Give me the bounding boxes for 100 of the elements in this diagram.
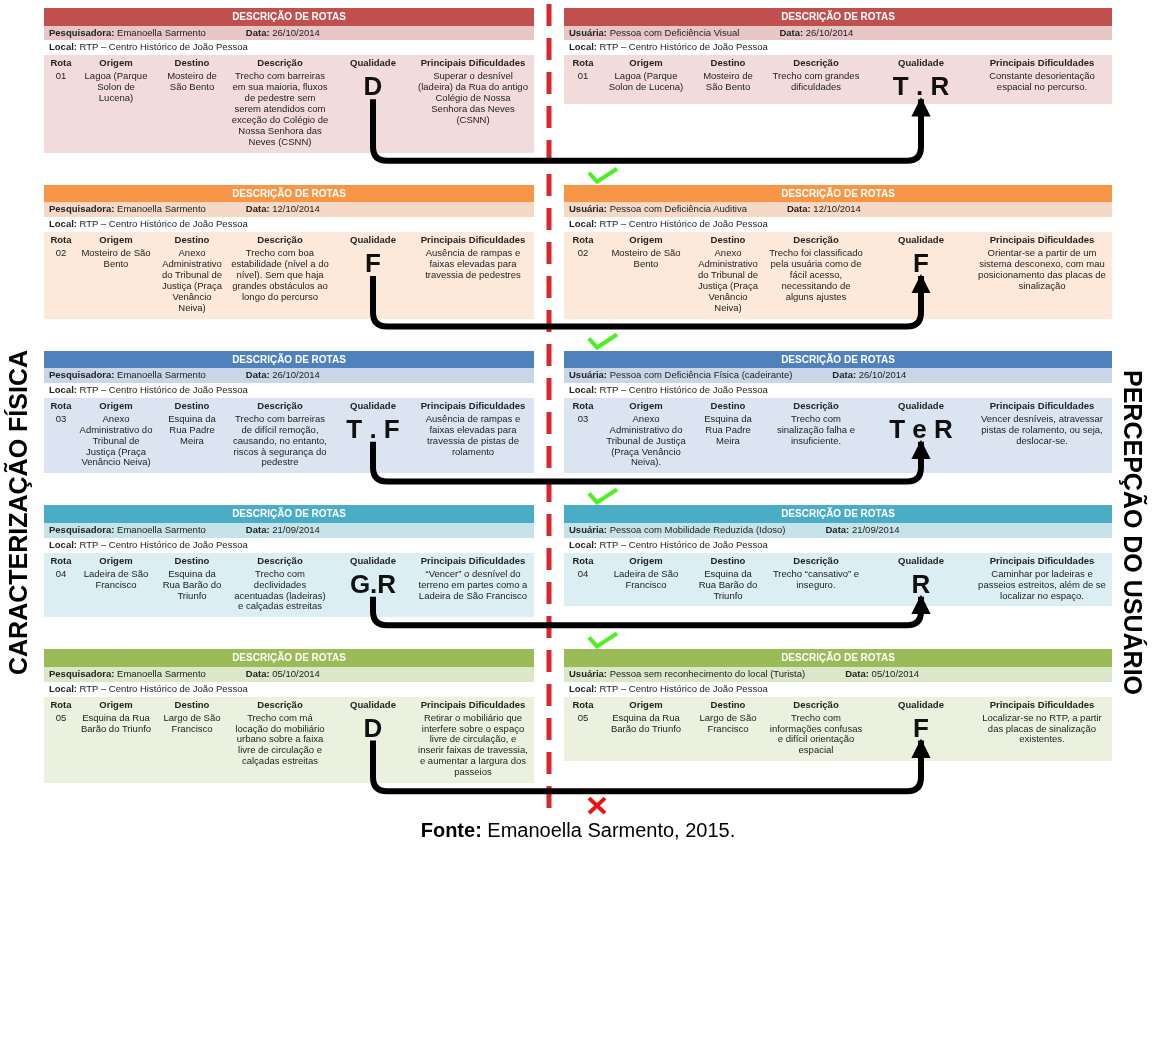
column-heading: Destino [709,57,747,71]
column-heading: Descrição [792,554,840,568]
date-text: Data: 26/10/2014 [245,370,320,381]
column-heading: Destino [709,554,747,568]
table-text: Caminhar por ladeiras e passeios estreitos, além de se localizar no espaço. [977,567,1107,603]
table-text: Esquina da Rua Padre Meira [167,412,217,448]
observer-text: Pesquisadora: Emanoella Sarmento [49,370,206,381]
table-text: Anexo Administrativo do Tribunal de Justiça (Praça Venâncio Neiva) [160,247,224,315]
table-text: Mosteiro de São Bento [610,247,682,271]
table-text: Lagoa (Parque Solon de Lucena) [607,70,685,95]
table-text: 03 [54,412,68,426]
table-text: Esquina da Rua Barão do Triunfo [697,567,759,603]
source-caption: Fonte: Emanoella Sarmento, 2015. [420,819,736,842]
column-heading: Descrição [256,399,304,413]
column-heading: Descrição [256,57,304,71]
table-text: Anexo Administrativo do Tribunal de Justiça (Praça Venâncio Neiva). [605,412,687,470]
column-heading: Destino [709,399,747,413]
table-text: Ladeira de São Francisco [612,567,680,592]
date-text: Data: 12/10/2014 [245,204,320,216]
column-heading: Origem [98,554,134,568]
column-heading: Descrição [792,57,840,71]
date-text: Data: 26/10/2014 [832,370,907,381]
column-heading: Principais Dificuldades [419,554,527,568]
curved-arrow [370,738,931,795]
table-text: Trecho com informações confusas e difícil orientação espacial [768,711,864,758]
route-table [44,350,534,474]
date-text: Data: 26/10/2014 [779,27,854,39]
table-text: Esquina da Rua Padre Meira [703,412,753,448]
curved-arrow [370,439,931,485]
table-text: Ladeira de São Francisco [82,567,150,592]
table-text: 04 [54,567,68,581]
table-text: Localizar-se no RTP, a partir das placas de sinalização existentes. [981,711,1103,747]
table-text: Trecho foi classificado pela usuária como de fácil acesso, necessitando de alguns ajustes [768,247,864,304]
location-text: Local: RTP – Centro Histórico de João Pessoa [44,40,534,56]
route-table [44,184,534,319]
column-heading: Qualidade [349,234,397,247]
table-text: 01 [54,70,68,84]
column-heading: Qualidade [897,234,945,247]
table-text: Trecho com grandes dificuldades [771,70,861,95]
quality-grade: F [913,250,929,276]
table-text: Esquina da Rua Barão do Triunfo [609,711,683,736]
column-heading: Qualidade [349,554,397,568]
route-table [44,505,534,618]
table-text: Trecho com barreiras de difícil remoção, causando, no entanto, riscos à segurança do pedestre [232,412,328,470]
table-text: 02 [54,247,68,260]
table-header: DESCRIÇÃO DE ROTAS [44,8,534,26]
table-header: DESCRIÇÃO DE ROTAS [564,350,1112,368]
route-table [564,8,1112,105]
side-label: CARACTERIZAÇÃO FÍSICA [4,350,33,675]
column-heading: Qualidade [897,57,945,71]
column-heading: Principais Dificuldades [988,57,1096,71]
column-heading: Qualidade [349,399,397,413]
quality-grade: D [363,73,383,100]
quality-grade: T . F [346,415,400,442]
column-heading: Principais Dificuldades [988,234,1096,247]
quality-grade: G.R [349,570,397,597]
column-heading: Rota [49,698,73,712]
column-heading: Rota [571,57,595,71]
observer-text: Usuária: Pessoa com Deficiência Visual [569,27,740,39]
column-heading: Descrição [792,234,840,247]
observer-text: Pesquisadora: Emanoella Sarmento [49,27,206,39]
date-text: Data: 21/09/2014 [825,524,900,536]
table-text: Anexo Administrativo do Tribunal de Justiça (Praça Venâncio Neiva) [78,412,154,470]
table-text: Ausência de rampas e faixas elevadas para travessia de pedestres [424,247,522,282]
column-heading: Origem [628,57,664,71]
column-heading: Principais Dificuldades [988,399,1096,413]
table-header: DESCRIÇÃO DE ROTAS [44,184,534,203]
date-text: Data: 12/10/2014 [786,204,861,216]
column-heading: Principais Dificuldades [419,399,527,413]
quality-grade: T . R [892,73,950,100]
table-text: 05 [576,711,590,725]
table-header: DESCRIÇÃO DE ROTAS [564,184,1112,203]
column-heading: Rota [49,554,73,568]
table-text: Orientar-se a partir de um sistema desconexo, com mau posicionamento das placas de sinalização [977,247,1107,293]
column-heading: Destino [173,234,211,247]
column-heading: Rota [571,399,595,413]
table-text: Mosteiro de São Bento [80,247,152,271]
location-text: Local: RTP – Centro Histórico de João Pessoa [564,40,1112,56]
table-header: DESCRIÇÃO DE ROTAS [564,8,1112,26]
route-table [564,505,1112,607]
table-text: Ausência de rampas e faixas elevadas para travessia de pistas de rolamento [424,412,522,459]
date-text: Data: 21/09/2014 [245,524,320,536]
date-text: Data: 05/10/2014 [845,668,920,680]
table-text: Vencer desníveis, atravessar pistas de rolamento, ou seja, deslocar-se. [980,412,1104,448]
table-text: 03 [576,412,590,426]
observer-text: Usuária: Pessoa com Mobilidade Reduzida (Idoso) [569,524,786,536]
table-text: Retirar o mobiliário que interfere sobre o espaço livre de circulação, e inserir faixas de travessia, e aumentar a largura dos passeios [417,711,529,780]
column-heading: Rota [571,554,595,568]
column-heading: Destino [173,698,211,712]
quality-grade: D [363,714,383,741]
table-text: Trecho com boa estabilidade (nível a do nível). Sem que haja grandes obstáculos ao longo do percurso [230,247,330,304]
column-heading: Rota [571,234,595,247]
column-heading: Principais Dificuldades [419,234,527,247]
column-heading: Principais Dificuldades [419,698,527,712]
table-text: Mosteiro de São Bento [166,70,218,95]
curved-arrow [370,97,931,164]
table-text: “Vencer” o desnível do terreno em partes como a Ladeira de São Francisco [417,567,529,603]
table-header: DESCRIÇÃO DE ROTAS [44,505,534,523]
route-table [564,184,1112,319]
column-heading: Descrição [792,698,840,712]
